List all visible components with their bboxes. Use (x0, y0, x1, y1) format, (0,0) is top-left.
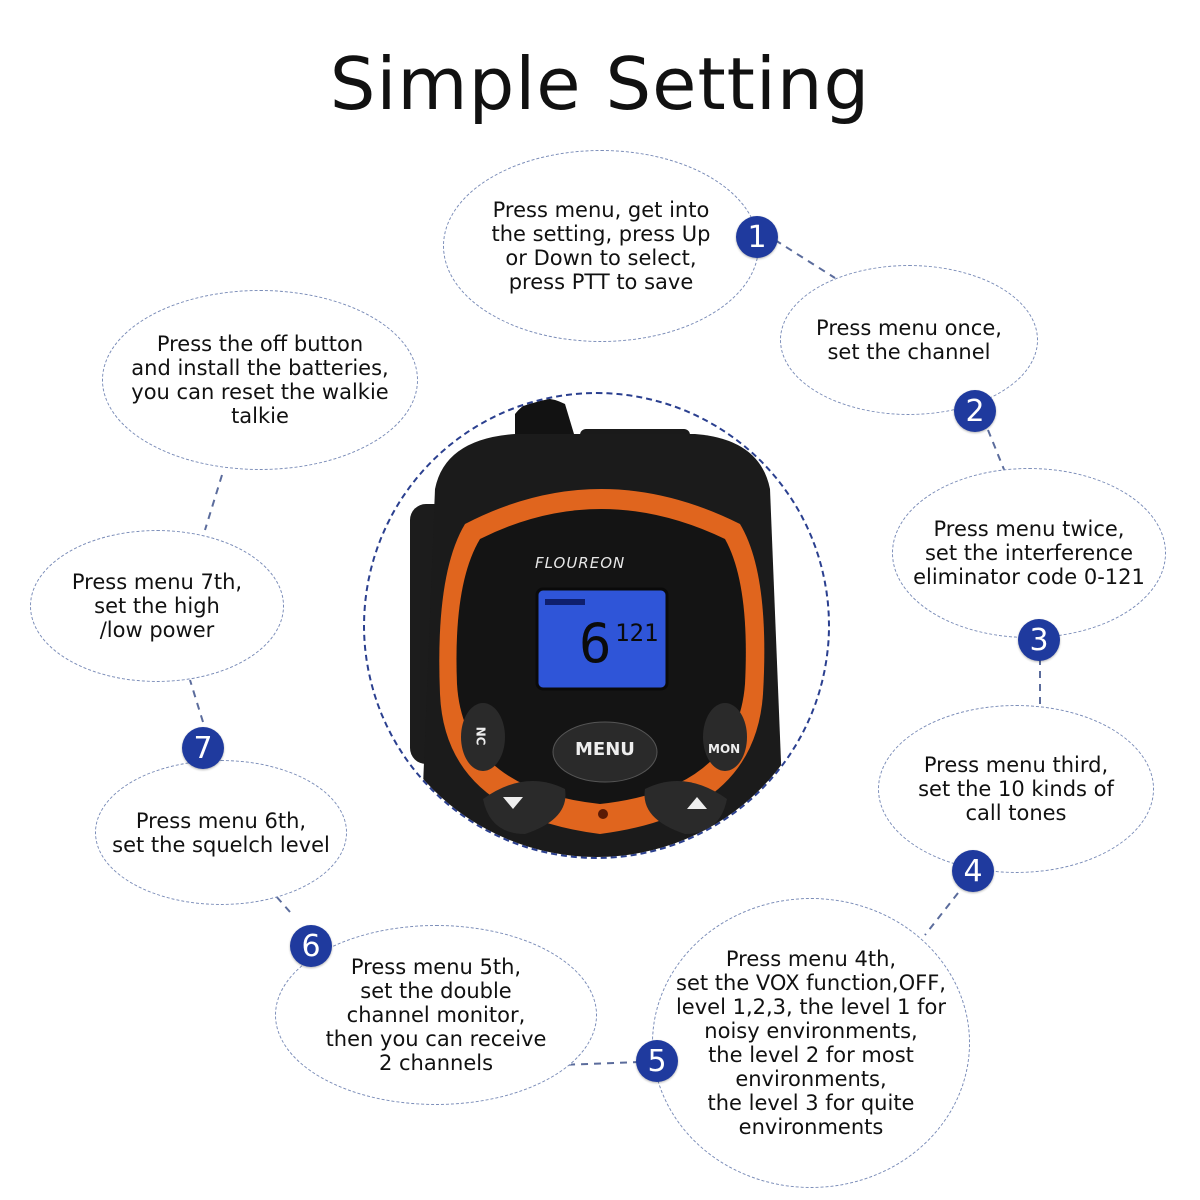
step-3-text: Press menu twice, set the interference e… (913, 517, 1145, 589)
step-5-text: Press menu 4th, set the VOX function,OFF… (675, 947, 947, 1139)
page-title: Simple Setting (329, 42, 871, 126)
step-7-badge: 7 (182, 727, 224, 769)
step-2-badge: 2 (954, 390, 996, 432)
nc-button: NC (473, 726, 488, 746)
step-2-bubble: Press menu once, set the channel (780, 265, 1038, 415)
mon-button: MON (708, 742, 741, 756)
step-4-badge: 4 (952, 850, 994, 892)
brand-label: FLOUREON (535, 554, 626, 572)
menu-button: MENU (575, 739, 635, 760)
step-9-bubble: Press the off button and install the bat… (102, 290, 418, 470)
step-4-text: Press menu third, set the 10 kinds of ca… (918, 753, 1114, 825)
step-5-bubble: Press menu 4th, set the VOX function,OFF… (652, 898, 970, 1188)
step-6-badge: 6 (290, 925, 332, 967)
step-4-bubble: Press menu third, set the 10 kinds of ca… (878, 705, 1154, 873)
step-3-bubble: Press menu twice, set the interference e… (892, 468, 1166, 638)
step-6-bubble: Press menu 5th, set the double channel m… (275, 925, 597, 1105)
step-3-badge: 3 (1018, 619, 1060, 661)
step-8-bubble: Press menu 7th, set the high /low power (30, 530, 284, 682)
step-8-text: Press menu 7th, set the high /low power (71, 570, 243, 642)
lcd-code: 121 (615, 619, 659, 647)
step-9-text: Press the off button and install the bat… (131, 332, 389, 428)
walkie-talkie-image: FLOUREON 6 121 MENU MON NC (363, 392, 830, 859)
step-7-text: Press menu 6th, set the squelch level (112, 808, 330, 857)
step-1-badge: 1 (736, 216, 778, 258)
step-5-badge: 5 (636, 1040, 678, 1082)
step-1-bubble: Press menu, get into the setting, press … (443, 150, 759, 342)
step-7-bubble: Press menu 6th, set the squelch level (95, 760, 347, 905)
step-1-text: Press menu, get into the setting, press … (491, 198, 711, 294)
step-6-text: Press menu 5th, set the double channel m… (325, 955, 547, 1075)
lcd-channel: 6 (579, 612, 612, 675)
step-2-text: Press menu once, set the channel (816, 316, 1002, 364)
